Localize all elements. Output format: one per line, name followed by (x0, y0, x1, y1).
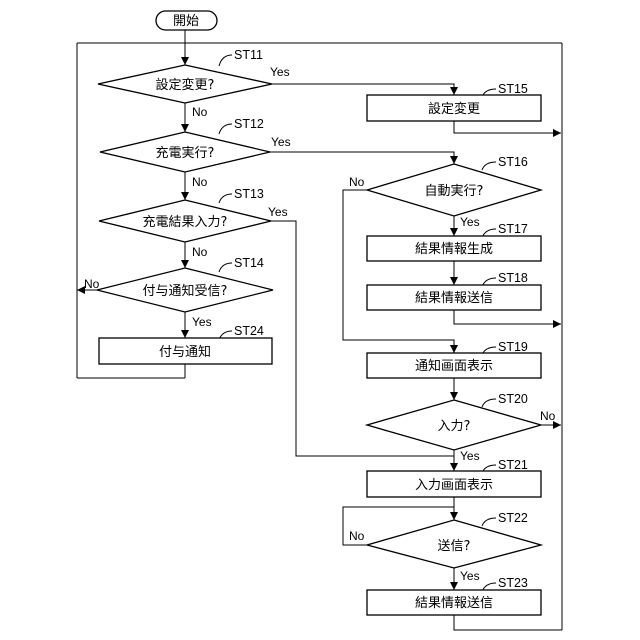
leader-st22 (482, 518, 496, 526)
start-label: 開始 (173, 14, 199, 29)
arrow-st15-out (454, 121, 561, 133)
arrow-st18-out (454, 310, 561, 324)
branch-st14-no: No (84, 277, 100, 291)
line-st23-out (454, 615, 562, 630)
step-tag-st16: ST16 (498, 155, 528, 169)
decision-st22-label: 送信? (438, 539, 471, 554)
leader-st12 (219, 124, 232, 134)
arrow-st11-yes (272, 84, 454, 95)
step-tag-st12: ST12 (234, 117, 264, 131)
step-tag-st23: ST23 (498, 576, 528, 590)
decision-st16-label: 自動実行? (425, 183, 484, 199)
start-terminator: 開始 (156, 11, 217, 30)
process-st19-label: 通知画面表示 (415, 358, 493, 374)
decision-st13-label: 充電結果入力? (143, 214, 228, 230)
step-tag-st13: ST13 (234, 187, 264, 201)
arrow-st16-no (343, 190, 454, 353)
step-tag-st18: ST18 (498, 271, 528, 285)
arrow-st12-yes (270, 152, 454, 164)
branch-st16-yes: Yes (460, 215, 480, 229)
step-tag-st24: ST24 (234, 324, 264, 338)
decision-st16: 自動実行? ST16 (367, 155, 541, 216)
branch-st12-no: No (192, 175, 208, 189)
process-st24-label: 付与通知 (159, 344, 211, 360)
process-st21-label: 入力画面表示 (415, 478, 493, 493)
branch-st12-yes: Yes (271, 135, 291, 149)
branch-st22-yes: Yes (460, 569, 480, 583)
branch-st13-yes: Yes (268, 205, 288, 219)
branch-st11-no: No (192, 105, 208, 119)
decision-st20-label: 入力? (438, 419, 471, 434)
branch-st20-no: No (540, 409, 556, 423)
leader-st20 (482, 399, 496, 407)
step-tag-st21: ST21 (498, 458, 528, 472)
leader-st16 (482, 162, 496, 170)
step-tag-st19: ST19 (498, 340, 528, 354)
step-tag-st14: ST14 (234, 256, 264, 270)
decision-st14-label: 付与通知受信? (143, 283, 228, 299)
leader-st14 (219, 263, 232, 272)
leader-st11 (219, 55, 232, 66)
process-st23-label: 結果情報送信 (415, 596, 493, 611)
decision-st22: 送信? ST22 (367, 511, 541, 568)
branch-st22-no: No (349, 529, 365, 543)
branch-st14-yes: Yes (192, 315, 212, 329)
decision-st12-label: 充電実行? (156, 145, 215, 161)
step-tag-st15: ST15 (498, 82, 528, 96)
decision-st20: 入力? ST20 (367, 392, 541, 450)
step-tag-st22: ST22 (498, 511, 528, 525)
process-st15-label: 設定変更 (428, 101, 480, 117)
step-tag-st17: ST17 (498, 222, 528, 236)
decision-st11-label: 設定変更? (156, 77, 215, 93)
branch-st16-no: No (349, 175, 365, 189)
process-st17-label: 結果情報生成 (415, 242, 493, 257)
step-tag-st11: ST11 (234, 48, 263, 62)
branch-st13-no: No (192, 245, 208, 259)
branch-st11-yes: Yes (270, 65, 290, 79)
leader-st13 (219, 194, 232, 203)
step-tag-st20: ST20 (498, 392, 528, 406)
branch-st20-yes: Yes (460, 449, 480, 463)
process-st18-label: 結果情報送信 (415, 291, 493, 306)
